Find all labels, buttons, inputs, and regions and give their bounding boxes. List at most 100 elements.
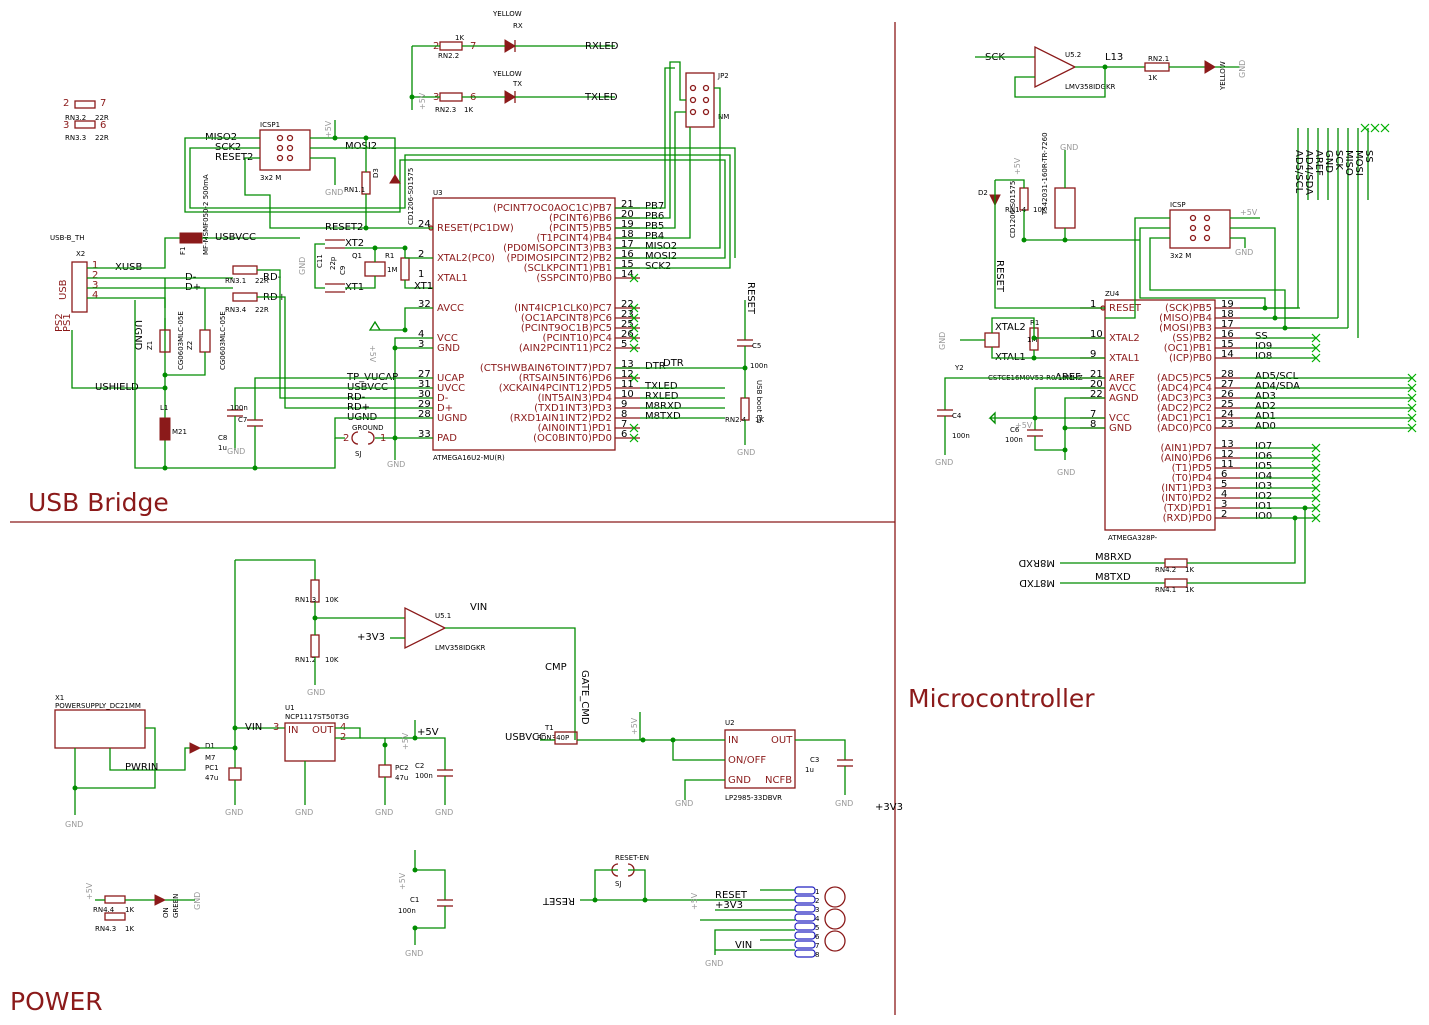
zu4-pin-num: 28 xyxy=(1221,369,1234,380)
label-rn23-value: 1K xyxy=(464,106,473,114)
label-rn13: RN1.3 xyxy=(295,596,316,604)
zu4-pin-name: (TXD)PD1 xyxy=(1163,503,1212,514)
label-lp: LP2985-33DBVR xyxy=(725,794,782,802)
label-icsp1-size: 3x2 M xyxy=(260,174,281,182)
svg-text:3: 3 xyxy=(92,280,98,291)
zu4-pin-num: 18 xyxy=(1221,309,1234,320)
label-ground: GROUND xyxy=(352,424,384,432)
label-icsp-size: 3x2 M xyxy=(1170,252,1191,260)
zu4-pin-name: XTAL1 xyxy=(1109,353,1140,364)
gnd-xtal: GND xyxy=(298,257,307,275)
bus-label: SCK xyxy=(1333,150,1344,170)
u3-pin-name: (INT4ICP1CLK0)PC7 xyxy=(514,303,612,314)
label-c4-value: 100n xyxy=(952,432,970,440)
u3-pin-name: (RTSAIN5INT6)PD6 xyxy=(519,373,612,384)
header-icsp1 xyxy=(259,129,311,171)
bus-label: MOSI xyxy=(1353,150,1364,176)
label-rn43: RN4.3 xyxy=(95,925,116,933)
label-u1: U1 xyxy=(285,704,295,712)
u3-pin-num: 23 xyxy=(621,309,634,320)
label-x2: X2 xyxy=(76,250,85,258)
u3-pin-name: XTAL2(PC0) xyxy=(437,253,495,264)
u3-left-pins: RESET(PC1DW)24XTAL2(PC0)2XTAL11AVCC32VCC… xyxy=(418,219,514,444)
label-tx: TX xyxy=(512,80,522,88)
u3-pin-name: (AIN0INT1)PD1 xyxy=(538,423,612,434)
label-u1-in: IN xyxy=(288,725,298,736)
zu4-pin-name: (INT1)PD3 xyxy=(1161,483,1212,494)
zu4-pin-name: AREF xyxy=(1109,373,1135,384)
label-r1-value: 1M xyxy=(387,266,398,274)
zu4-pin-name: VCC xyxy=(1109,413,1130,424)
led-l13-icon xyxy=(1204,60,1216,74)
section-title-microcontroller: Microcontroller xyxy=(908,684,1095,713)
varistor-z2 xyxy=(199,329,211,353)
zu4-pin-num: 14 xyxy=(1221,349,1234,360)
u3-pin-num: 11 xyxy=(621,379,634,390)
label-rn21-value: 1K xyxy=(1148,74,1157,82)
zu4-pin-num: 2 xyxy=(1221,509,1227,520)
zu4-pin-name: (RXD)PD0 xyxy=(1163,513,1212,524)
label-yellow-tx: YELLOW xyxy=(492,70,522,78)
led-tx-icon xyxy=(504,90,516,104)
zu4-ref: ZU4 xyxy=(1105,290,1120,298)
zu4-pin-num: 20 xyxy=(1090,379,1103,390)
label-nm: NM xyxy=(718,113,729,121)
label-yellow-l13: YELLOW xyxy=(1219,61,1227,91)
svg-text:5: 5 xyxy=(815,924,819,932)
label-c6-value: 100n xyxy=(1005,436,1023,444)
u3-net-label: M8TXD xyxy=(645,411,681,422)
u3-pin-name: UCAP xyxy=(437,373,464,384)
net-rd-plus: RD+ xyxy=(347,402,370,413)
label-ncp: NCP1117ST50T3G xyxy=(285,713,349,721)
label-cg-z1: CG0603MLC-05E xyxy=(177,311,185,370)
u3-pin-num: 29 xyxy=(418,399,431,410)
zu4-net-label: IO2 xyxy=(1255,491,1272,502)
u3-pin-name: UGND xyxy=(437,413,468,424)
gnd-rn12: GND xyxy=(307,688,325,697)
u3-net-label: PB7 xyxy=(645,201,664,212)
section-title-usb-bridge: USB Bridge xyxy=(28,488,169,517)
gnd-u1: GND xyxy=(295,808,313,817)
u3-pin-num: 14 xyxy=(621,269,634,280)
label-pc2-value: 47u xyxy=(395,774,408,782)
zu4-net-label: IO9 xyxy=(1255,341,1272,352)
net-rxled: RXLED xyxy=(585,41,619,52)
label-c1: C1 xyxy=(410,896,419,904)
opamp-u51-icon xyxy=(404,606,447,650)
led-rx-icon xyxy=(504,39,516,53)
label-5v-on-led: +5V xyxy=(85,882,94,900)
u3-pin-name: (INT5AIN3)PD4 xyxy=(538,393,612,404)
zu4-pin-name: (T0)PD4 xyxy=(1172,473,1212,484)
opamp-u52-icon xyxy=(1034,45,1077,89)
u3-pin-name: (PDIMOSIPCINT2)PB2 xyxy=(507,253,612,264)
label-c8-cap: 1u xyxy=(218,444,227,452)
bus-label: AREF xyxy=(1313,150,1324,176)
u3-pin-num: 16 xyxy=(621,249,634,260)
zu4-net-label: IO3 xyxy=(1255,481,1272,492)
net-ushield: USHIELD xyxy=(95,382,139,393)
zu4-pin-name: AGND xyxy=(1109,393,1139,404)
svg-text:3: 3 xyxy=(63,120,69,131)
zu4-pin-num: 15 xyxy=(1221,339,1234,350)
label-c3: C3 xyxy=(810,756,819,764)
reset-button[interactable] xyxy=(1054,187,1076,229)
label-icsp1: ICSP1 xyxy=(260,121,280,129)
label-5v-reset: +5V xyxy=(1013,157,1022,175)
u3-pin-num: 17 xyxy=(621,239,634,250)
label-rn12: RN1.2 xyxy=(295,656,316,664)
u3-pin-num: 18 xyxy=(621,229,634,240)
label-m7: M7 xyxy=(205,754,216,762)
u3-pin-name: (OC0BINT0)PD0 xyxy=(533,433,612,444)
label-rn33-value: 22R xyxy=(95,134,109,142)
label-c5: C5 xyxy=(752,342,761,350)
gnd-header: GND xyxy=(705,959,723,968)
label-u2-gnd: GND xyxy=(728,775,751,786)
label-u52: U5.2 xyxy=(1065,51,1081,59)
gnd-x1: GND xyxy=(65,820,83,829)
u3-net-label: MOSI2 xyxy=(645,251,677,262)
zu4-pin-name: (MISO)PB4 xyxy=(1159,313,1212,324)
